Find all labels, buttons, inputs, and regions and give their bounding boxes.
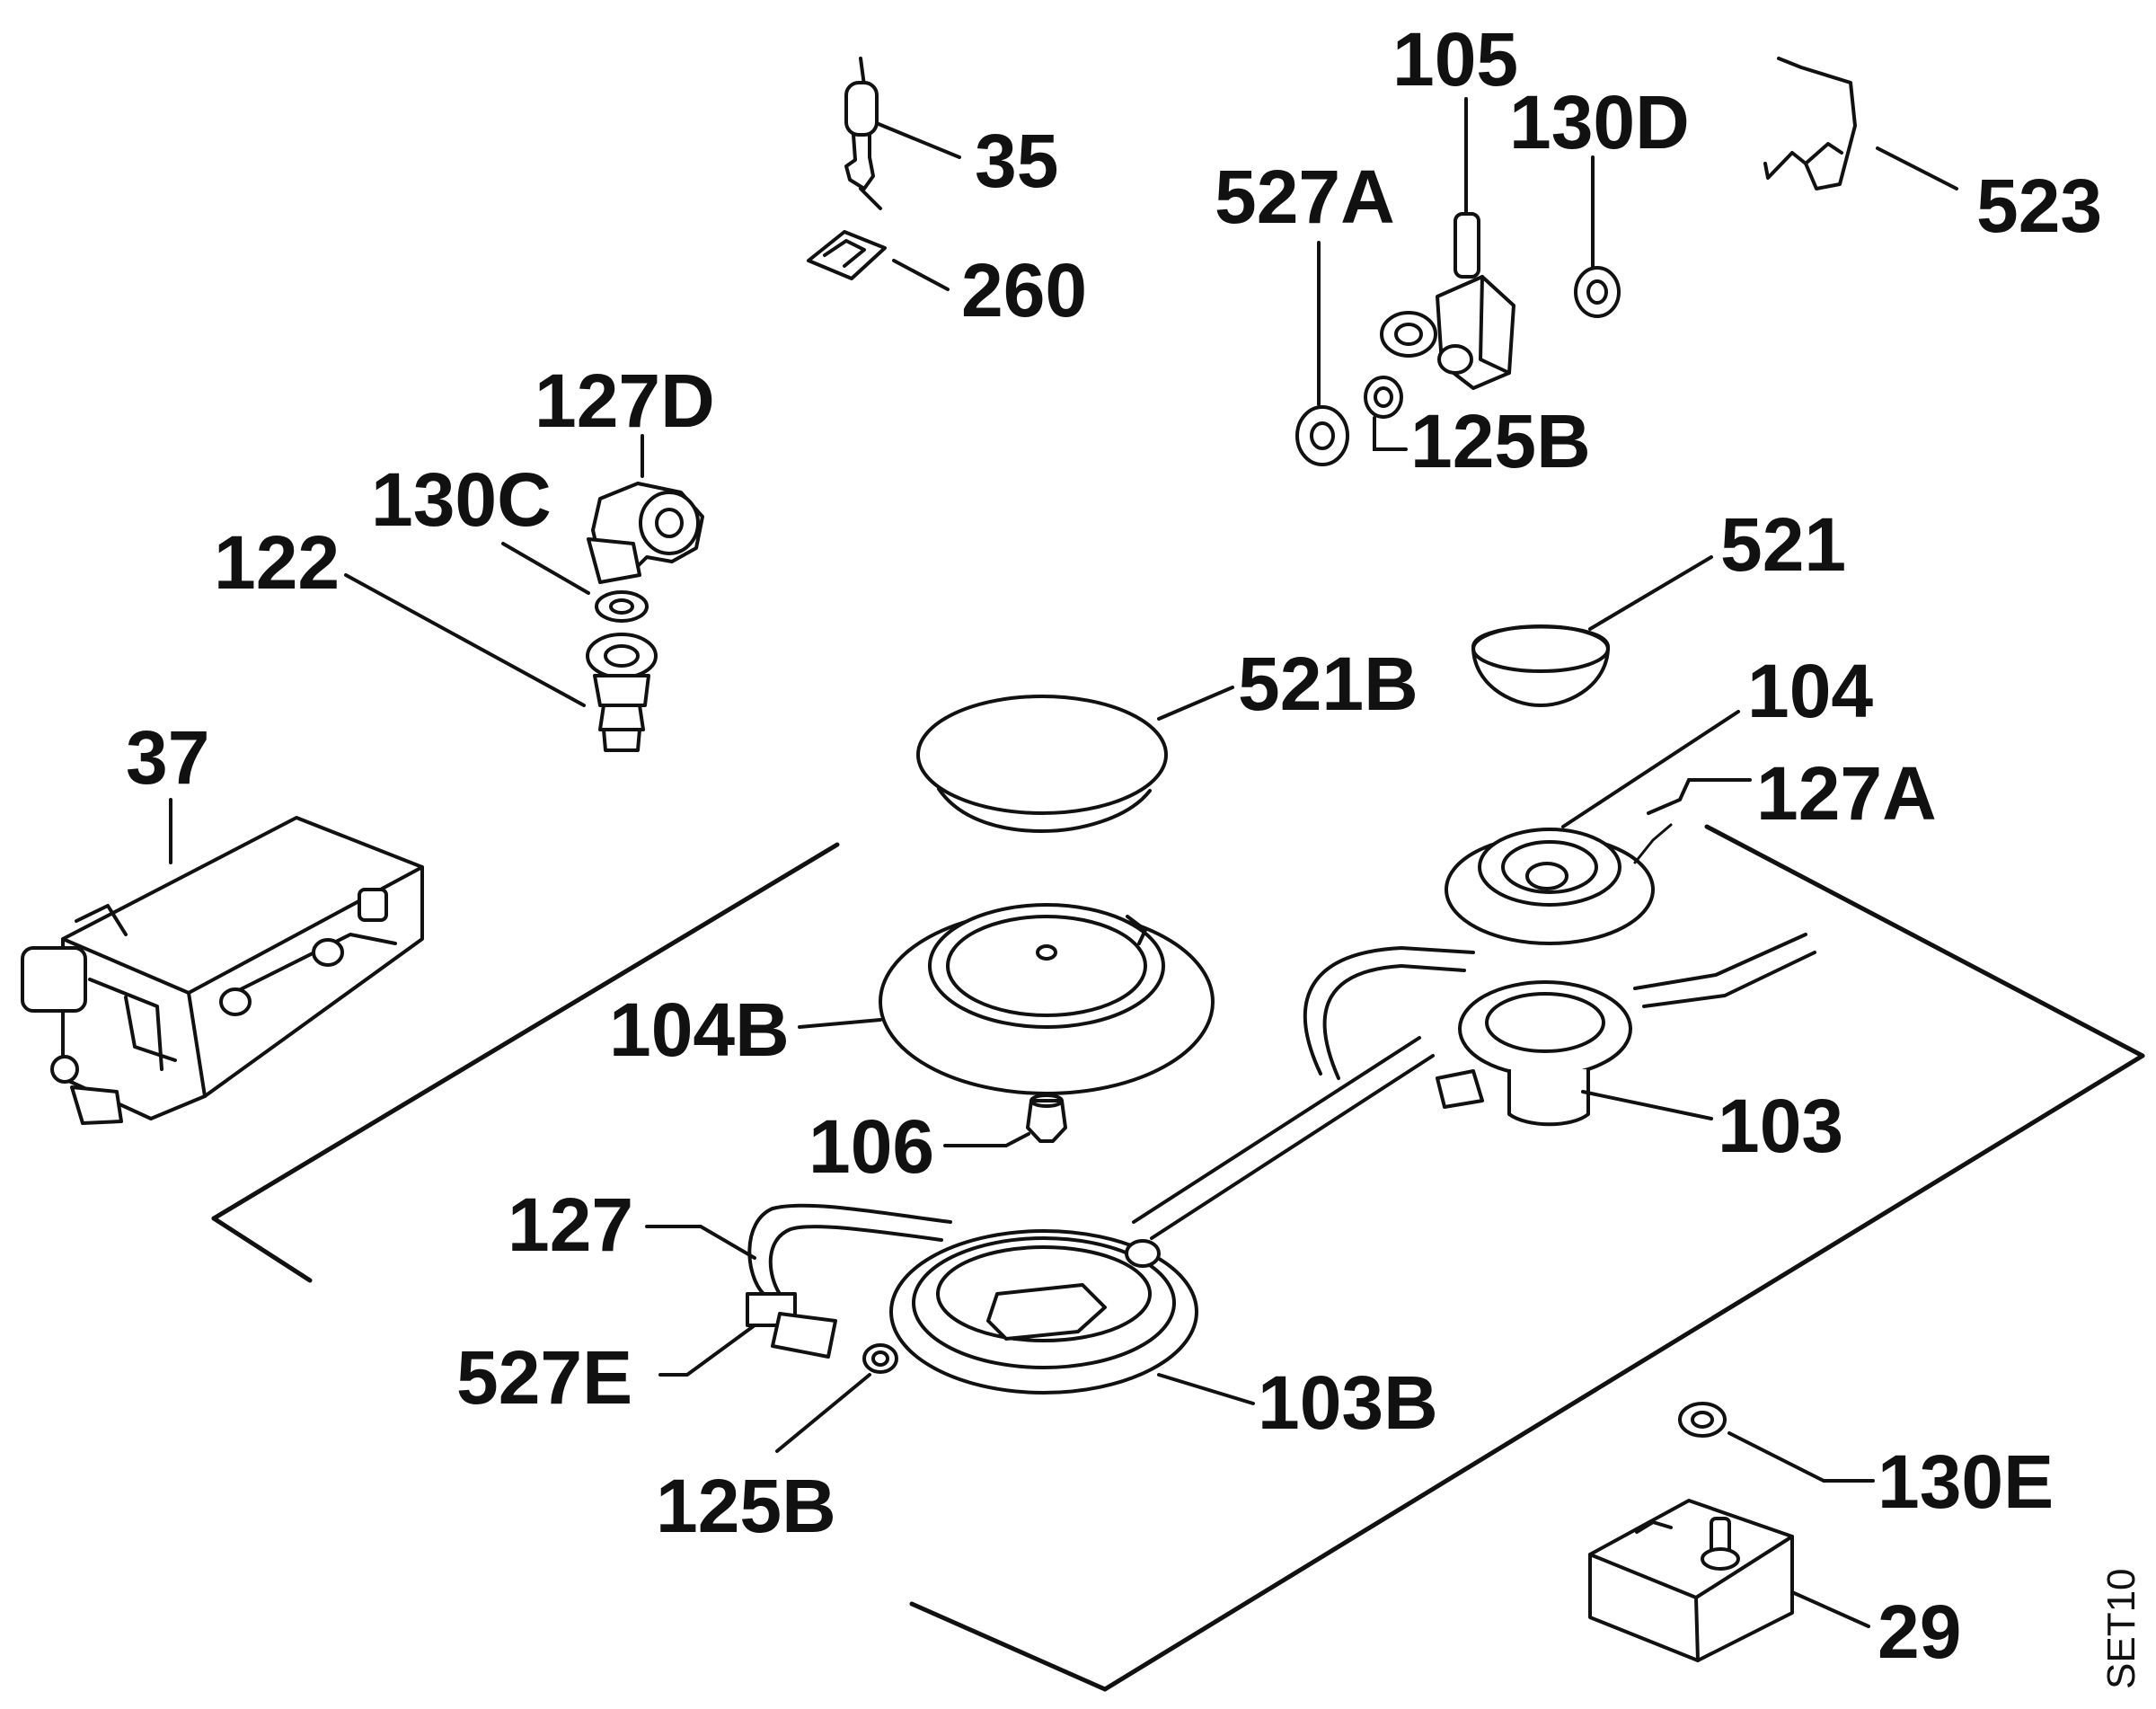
- part-29-junction-box: [1588, 1499, 1794, 1662]
- leader-127: [645, 1225, 756, 1260]
- label-521: 521: [1720, 502, 1846, 587]
- leader-130C: [501, 542, 590, 595]
- leader-35: [877, 122, 961, 159]
- leader-130E: [1727, 1431, 1875, 1483]
- label-527E: 527E: [456, 1335, 632, 1420]
- part-105-valve: [1380, 97, 1515, 390]
- part-523-bracket: [1763, 57, 1857, 190]
- label-35: 35: [975, 119, 1058, 203]
- part-35-probe: [844, 57, 882, 210]
- part-122-nipple: [586, 633, 658, 752]
- leader-104: [1561, 710, 1740, 828]
- part-521-small-cap: [1471, 624, 1610, 707]
- part-106-injector: [1026, 1094, 1067, 1143]
- label-104: 104: [1747, 649, 1873, 733]
- gas-pipe: [1132, 1036, 1435, 1240]
- label-260: 260: [961, 248, 1087, 332]
- part-130E-washer: [1678, 1402, 1727, 1438]
- label-523: 523: [1976, 164, 2102, 248]
- label-125B-bottom: 125B: [656, 1464, 836, 1548]
- label-127D: 127D: [535, 359, 715, 443]
- label-104B: 104B: [609, 987, 790, 1072]
- leader-103: [1581, 1090, 1713, 1120]
- part-103B-large-base: [889, 1229, 1198, 1395]
- part-104B-large-crown: [879, 903, 1215, 1095]
- drawing-code: SET10: [2099, 1568, 2143, 1689]
- label-127A: 127A: [1756, 751, 1937, 836]
- part-527A-nut: [1295, 241, 1349, 466]
- label-37: 37: [126, 715, 209, 800]
- leader-523: [1876, 146, 1958, 190]
- part-127D-elbow: [587, 434, 704, 584]
- part-125B-bottom-nozzle: [862, 1343, 898, 1374]
- part-521B-large-cap: [916, 695, 1168, 833]
- part-104-small-crown: [1445, 828, 1655, 945]
- leader-260: [892, 259, 950, 291]
- leader-29: [1790, 1590, 1870, 1628]
- leader-125B-bottom: [775, 1373, 871, 1453]
- part-130C-washer: [595, 590, 649, 623]
- leader-106: [943, 1132, 1030, 1147]
- label-103: 103: [1718, 1084, 1843, 1168]
- label-125B-top: 125B: [1410, 399, 1591, 483]
- label-130E: 130E: [1878, 1439, 2054, 1524]
- part-130D-washer: [1574, 155, 1621, 318]
- label-122: 122: [214, 520, 340, 605]
- part-37-generator-box: [21, 798, 424, 1125]
- part-125B-top-nozzle: [1364, 376, 1408, 451]
- label-127: 127: [508, 1182, 633, 1267]
- label-527A: 527A: [1215, 155, 1395, 239]
- leader-122: [344, 573, 586, 707]
- leader-103B: [1157, 1373, 1255, 1405]
- label-521B: 521B: [1238, 642, 1418, 726]
- part-127A-tube: [1633, 823, 1673, 864]
- part-127-lead: [746, 1203, 952, 1359]
- part-260-clip: [807, 230, 887, 280]
- label-130C: 130C: [371, 457, 552, 542]
- label-103B: 103B: [1258, 1360, 1438, 1445]
- leader-521: [1588, 555, 1713, 631]
- label-29: 29: [1878, 1589, 1961, 1674]
- leader-104B: [798, 1018, 882, 1029]
- hob-outline: [211, 824, 2145, 1692]
- leader-127A: [1647, 778, 1752, 815]
- label-130D: 130D: [1509, 80, 1690, 164]
- label-106: 106: [808, 1104, 934, 1189]
- part-103-small-base: [1303, 933, 1816, 1127]
- leader-521B: [1157, 686, 1234, 721]
- label-105: 105: [1392, 17, 1518, 102]
- leader-527E: [658, 1324, 756, 1377]
